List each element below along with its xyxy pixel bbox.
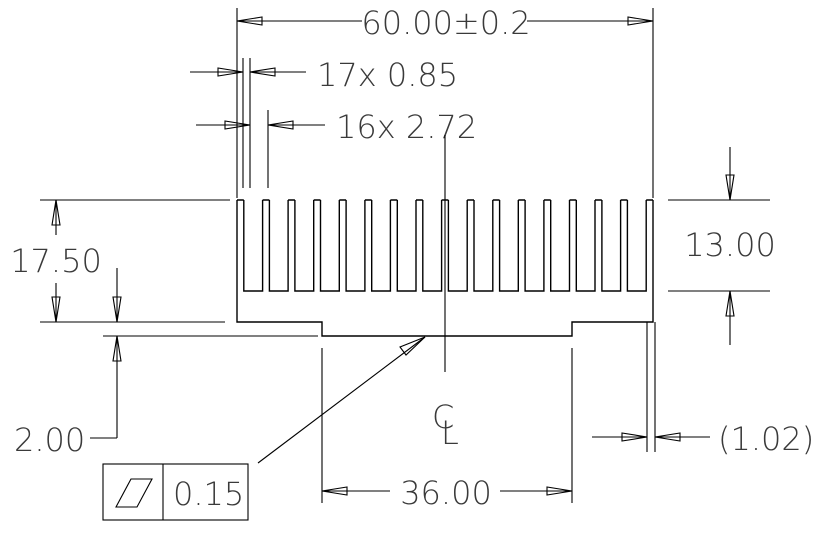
overall-width-label: 60.00±0.2 (361, 4, 530, 42)
flatness-tolerance: 0.15 (102, 336, 426, 521)
base-thickness-label: 2.00 (14, 421, 85, 459)
centerline-label: C (432, 398, 454, 436)
fin-outline (237, 199, 653, 292)
fin-gap-dimension: 16x 2.72 (196, 108, 477, 188)
centerline-label-l: L (441, 414, 459, 452)
total-height-label: 17.50 (10, 242, 102, 280)
base-thickness-dimension: 2.00 (14, 268, 318, 459)
fin-thickness-label: 17x 0.85 (317, 56, 458, 94)
total-height-dimension: 17.50 (10, 199, 230, 323)
fin-gap-label: 16x 2.72 (336, 108, 477, 146)
step-inset-dimension: (1.02) (592, 322, 814, 458)
bottom-width-dimension: 36.00 (321, 348, 573, 512)
fin-height-dimension: 13.00 (668, 147, 776, 345)
fin-thickness-dimension: 17x 0.85 (190, 56, 458, 188)
fin-height-label: 13.00 (684, 226, 776, 264)
tolerance-value: 0.15 (173, 475, 244, 513)
heatsink-profile (236, 199, 654, 337)
flatness-parallelogram-icon (115, 478, 153, 508)
overall-width-dimension: 60.00±0.2 (236, 4, 654, 198)
tolerance-frame (102, 463, 249, 521)
fin-array (237, 199, 653, 292)
step-inset-label: (1.02) (718, 420, 814, 458)
centerline: C L (432, 135, 459, 452)
bottom-width-label: 36.00 (400, 474, 492, 512)
